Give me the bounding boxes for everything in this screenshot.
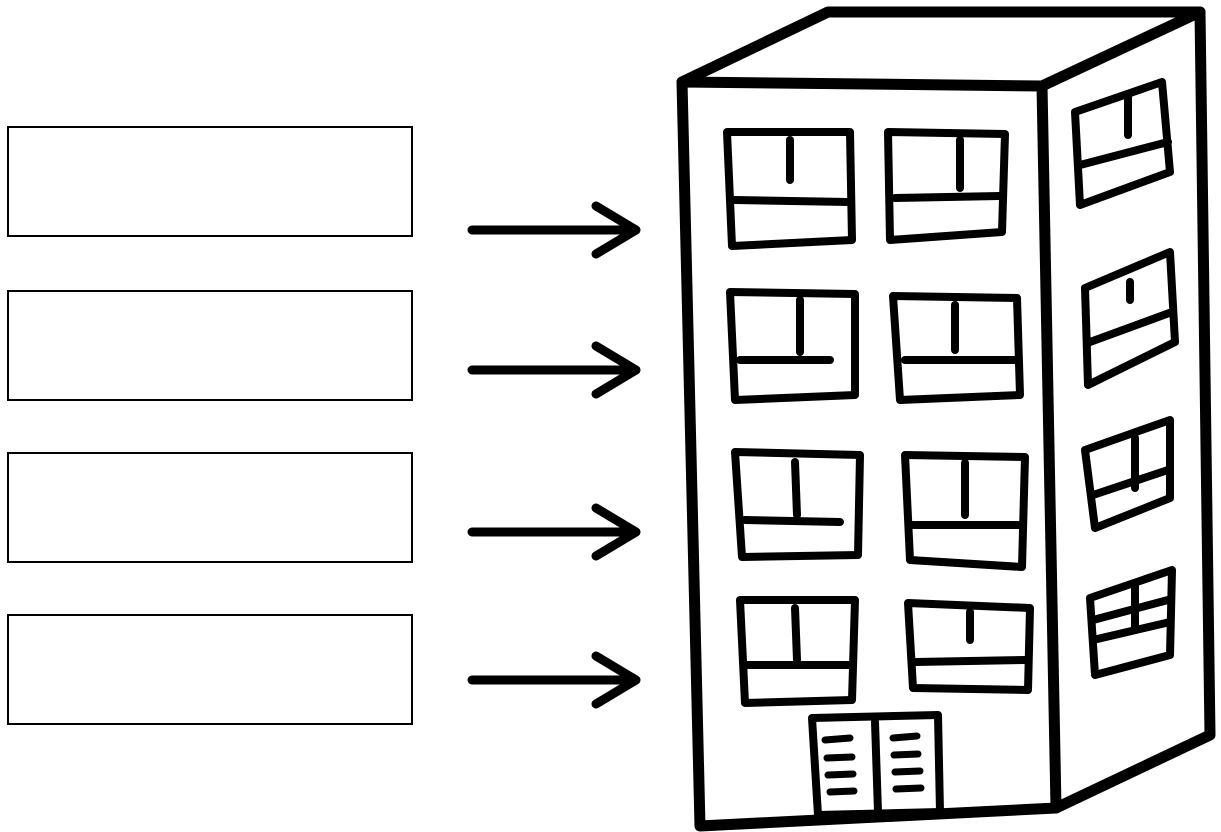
label-box-4[interactable] bbox=[7, 614, 413, 725]
right-arrow-icon bbox=[467, 651, 641, 709]
right-arrow-icon bbox=[467, 201, 641, 259]
label-box-3[interactable] bbox=[7, 452, 413, 563]
apartment-building-icon bbox=[676, 6, 1216, 832]
label-box-2[interactable] bbox=[7, 290, 413, 401]
label-box-1[interactable] bbox=[7, 126, 413, 237]
right-arrow-icon bbox=[467, 341, 641, 399]
right-arrow-icon bbox=[467, 503, 641, 561]
